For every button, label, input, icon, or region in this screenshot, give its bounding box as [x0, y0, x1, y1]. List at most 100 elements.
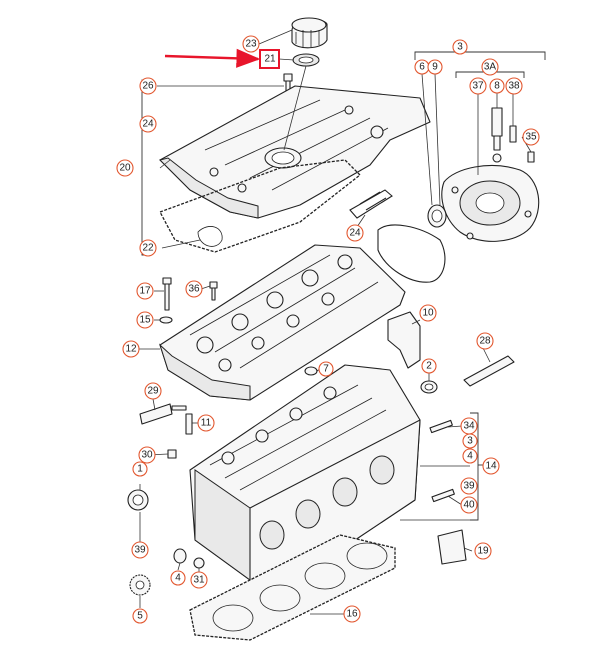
callout-12: 12: [122, 340, 140, 358]
callout-ring: [197, 414, 215, 432]
callout-label: 9: [432, 62, 438, 73]
cylinder-head-cover: [159, 85, 431, 219]
callout-label: 28: [479, 336, 491, 347]
callout-ring: [138, 446, 156, 464]
sensor: [491, 107, 503, 137]
callout-label: 20: [119, 163, 131, 174]
callout-ring: [242, 35, 260, 53]
camshaft-carrier: [158, 244, 406, 401]
callout-9: 9: [427, 59, 443, 75]
callout-31: 31: [190, 571, 208, 589]
callout-ring: [136, 282, 154, 300]
head-gasket: [189, 534, 396, 641]
callout-label: 5: [137, 611, 143, 622]
callout-label: 14: [485, 461, 497, 472]
callout-label: 22: [142, 243, 154, 254]
callout-ring: [522, 128, 540, 146]
callout-ring: [185, 280, 203, 298]
callout-ring: [482, 457, 500, 475]
callout-ring: [419, 304, 437, 322]
cover-plate: [437, 529, 467, 565]
callout-ring: [505, 77, 523, 95]
callout-label: 2: [426, 361, 432, 372]
callout-ring: [139, 239, 157, 257]
callout-2: 2: [421, 358, 437, 374]
callout-ring: [139, 77, 157, 95]
callout-label: 15: [139, 315, 151, 326]
callout-label: 30: [141, 450, 153, 461]
callout-label: 40: [463, 500, 475, 511]
callout-label: 31: [193, 575, 205, 586]
callout-label: 24: [142, 119, 154, 130]
callout-15: 15: [136, 311, 154, 329]
callout-ring: [460, 477, 478, 495]
callout-ring: [131, 541, 149, 559]
callout-37: 37: [469, 77, 487, 95]
callout-label: 29: [147, 386, 159, 397]
callout-35: 35: [522, 128, 540, 146]
bracket: [387, 311, 421, 369]
callout-36: 36: [185, 280, 203, 298]
callout-label: 12: [125, 344, 137, 355]
callout-label: 23: [245, 39, 257, 50]
callout-label: 3: [457, 42, 463, 53]
callout-4: 4: [462, 448, 478, 464]
callout-label: 26: [142, 81, 154, 92]
callout-5: 5: [132, 608, 148, 624]
callout-6: 6: [414, 59, 430, 75]
callout-11: 11: [197, 414, 215, 432]
callout-label: 1: [137, 464, 143, 475]
callout-26: 26: [139, 77, 157, 95]
cover-gasket: [159, 159, 361, 253]
callout-label: 7: [323, 364, 329, 375]
callout-ring: [139, 115, 157, 133]
callout-label: 21: [264, 54, 276, 65]
callout-label: 3A: [484, 62, 497, 73]
callout-ring: [116, 159, 134, 177]
callout-28: 28: [476, 332, 494, 350]
callout-ring: [132, 461, 148, 477]
callout-17: 17: [136, 282, 154, 300]
callout-ring: [474, 542, 492, 560]
callout-label: 11: [201, 418, 212, 429]
cylinder-head: [189, 364, 421, 581]
callout-label: 8: [494, 81, 500, 92]
callout-label: 36: [188, 284, 200, 295]
callout-ring: [481, 58, 499, 76]
callout-label: 24: [349, 228, 361, 239]
callout-3A: 3A: [481, 58, 499, 76]
callout-label: 10: [422, 308, 434, 319]
callout-3: 3: [462, 433, 478, 449]
callout-ring: [318, 361, 334, 377]
callout-ring: [343, 605, 361, 623]
callout-23: 23: [242, 35, 260, 53]
callout-7: 7: [318, 361, 334, 377]
callout-8: 8: [489, 78, 505, 94]
callout-ring: [144, 382, 162, 400]
callout-3: 3: [452, 39, 468, 55]
callout-39: 39: [131, 541, 149, 559]
timing-cover-gasket: [377, 224, 446, 283]
callout-30: 30: [138, 446, 156, 464]
callout-4: 4: [170, 570, 186, 586]
callout-label: 4: [467, 451, 473, 462]
callout-label: 3: [467, 436, 473, 447]
callout-ring: [476, 332, 494, 350]
callout-label: 4: [175, 573, 181, 584]
callout-ring: [427, 59, 443, 75]
bolt-long: [162, 277, 172, 285]
callout-label: 6: [419, 62, 425, 73]
callout-ring: [190, 571, 208, 589]
callout-ring: [460, 496, 478, 514]
callout-ring: [346, 224, 364, 242]
callout-label: 35: [525, 132, 537, 143]
washer: [159, 316, 173, 324]
callout-19: 19: [474, 542, 492, 560]
callout-ring: [462, 448, 478, 464]
callout-1: 1: [132, 461, 148, 477]
leader-lines: [139, 29, 532, 615]
callout-24: 24: [346, 224, 364, 242]
